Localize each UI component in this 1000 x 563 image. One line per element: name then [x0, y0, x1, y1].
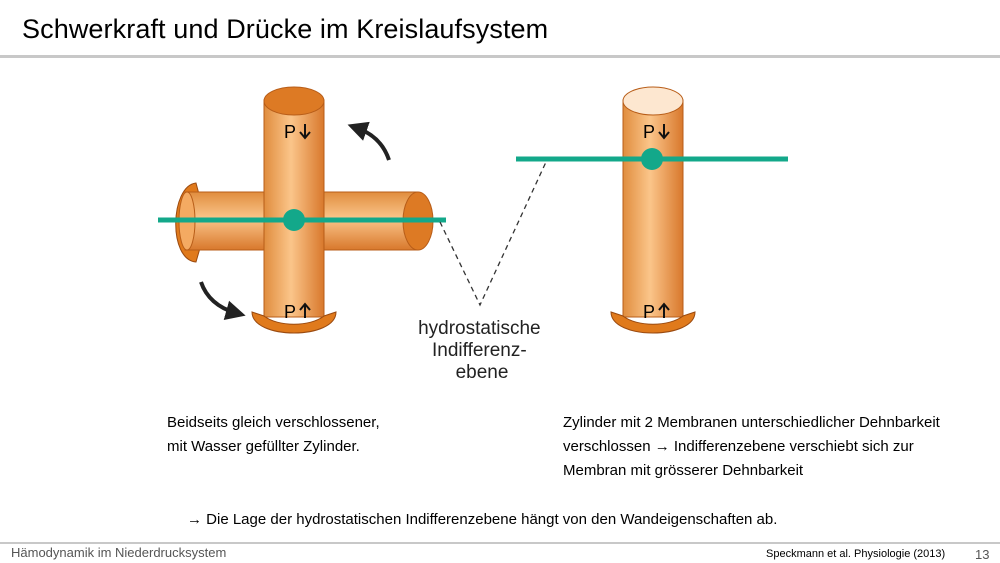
caption-left-line-2: mit Wasser gefüllter Zylinder. [167, 438, 360, 455]
svg-text:P: P [643, 122, 655, 142]
right-top-soft-membrane [622, 86, 684, 116]
footer-divider [0, 542, 1000, 544]
caption-right: Zylinder mit 2 Membranen unterschiedlich… [563, 411, 993, 483]
vertical-tube-top-cap [263, 86, 325, 116]
footer-reference: Speckmann et al. Physiologie (2013) [766, 548, 946, 560]
page-number: 13 [975, 547, 990, 562]
right-pressure-bottom: P [643, 302, 670, 322]
caption-left: Beidseits gleich verschlossener, mit Was… [167, 411, 497, 459]
title-divider [0, 55, 1000, 58]
caption-right-line-3: Membran mit grösserer Dehnbarkeit [563, 462, 804, 479]
rotation-arrow-top [347, 121, 391, 161]
conclusion-text: → Die Lage der hydrostatischen Indiffere… [187, 511, 778, 528]
hydrostatic-figure: P P hydrostatische Indifferenz- ebene P … [158, 86, 788, 383]
svg-text:P: P [284, 302, 296, 322]
left-pressure-bottom: P [284, 302, 311, 322]
left-cylinder-assembly [175, 86, 434, 334]
right-pressure-top: P [643, 122, 670, 142]
caption-left-line-1: Beidseits gleich verschlossener, [167, 414, 380, 431]
indifference-pointer-dashes [439, 161, 547, 307]
rotation-arrow-bottom [199, 281, 246, 320]
right-vertical-tube [622, 99, 684, 318]
indifference-label: hydrostatische Indifferenz- ebene [418, 318, 546, 383]
right-bottom-membrane [610, 311, 696, 334]
left-pressure-top: P [284, 122, 311, 142]
caption-right-line-2: verschlossen → Indifferenzebene verschie… [563, 438, 914, 455]
right-indifference-point [641, 148, 663, 170]
svg-text:P: P [643, 302, 655, 322]
slide-title: Schwerkraft und Drücke im Kreislaufsyste… [22, 14, 549, 44]
left-indifference-point [283, 209, 305, 231]
right-cylinder-assembly [610, 86, 696, 334]
bottom-membrane [251, 311, 337, 334]
caption-right-line-1: Zylinder mit 2 Membranen unterschiedlich… [563, 414, 940, 431]
footer-section-title: Hämodynamik im Niederdrucksystem [11, 545, 227, 560]
svg-text:P: P [284, 122, 296, 142]
